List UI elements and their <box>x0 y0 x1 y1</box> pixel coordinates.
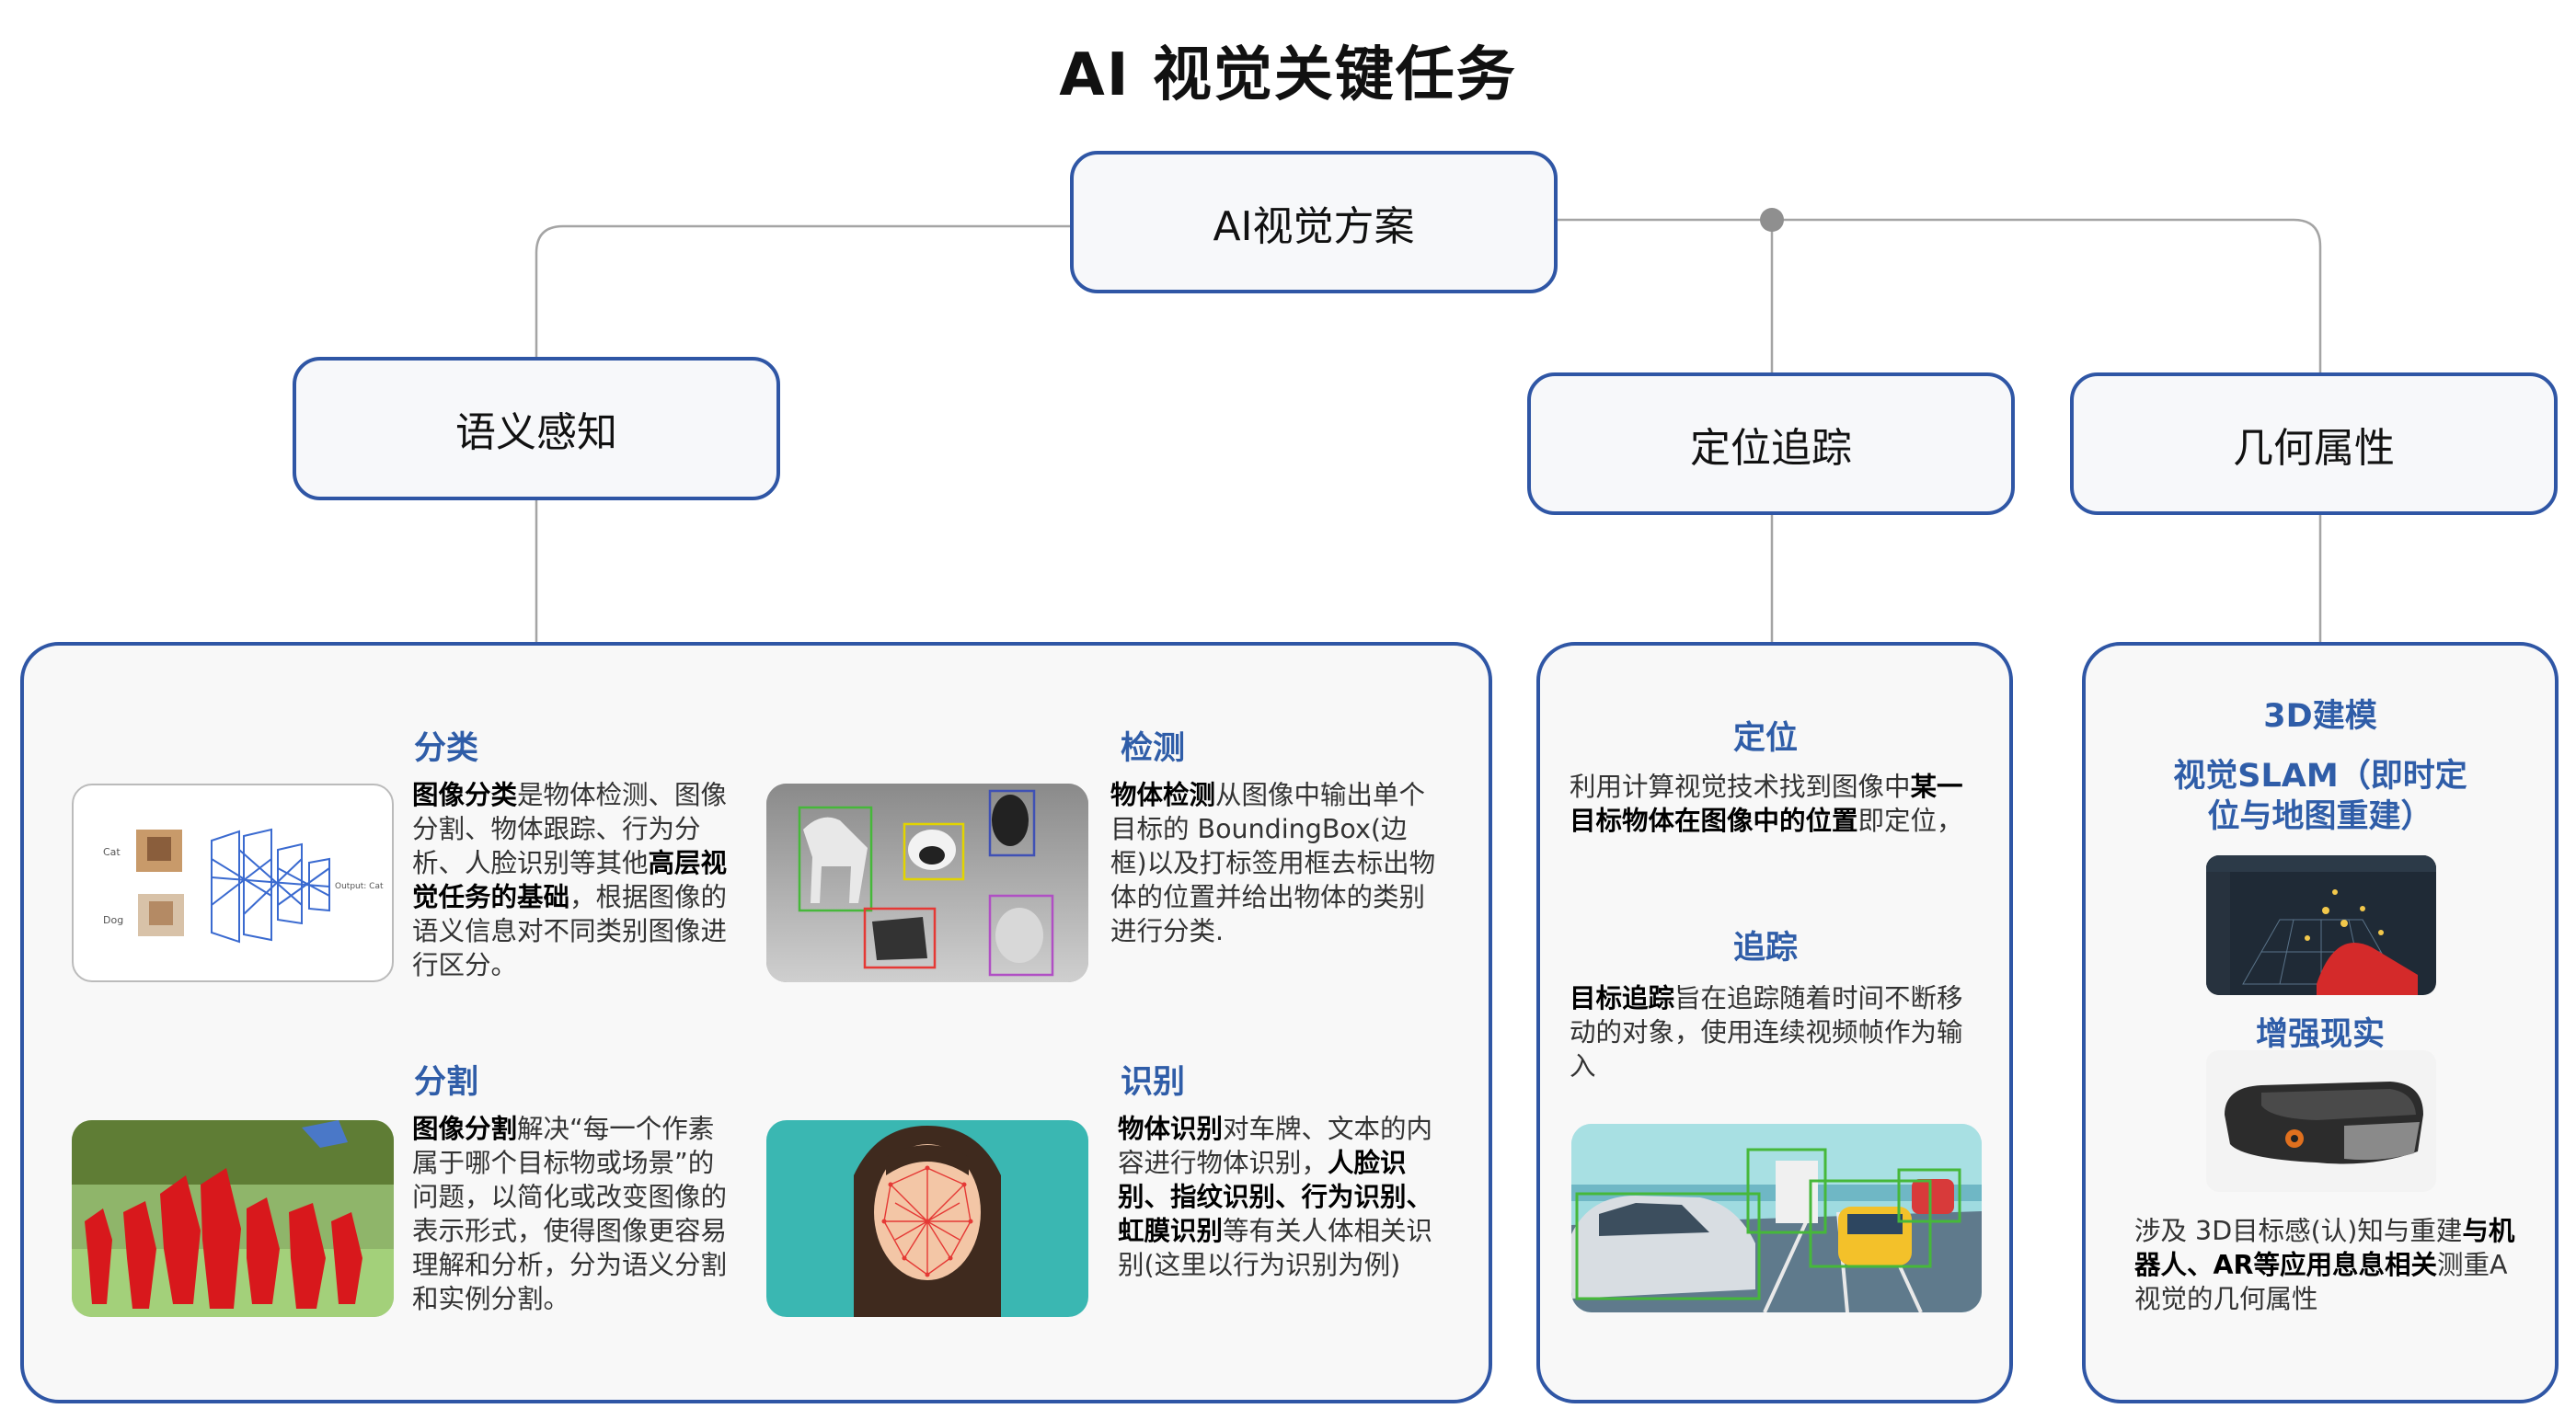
ar-image <box>2206 1050 2436 1192</box>
geometry-desc: 涉及 3D目标感(认)知与重建与机器人、AR等应用息息相关测重A视觉的几何属性 <box>2134 1214 2530 1316</box>
desc-segment: 对车牌、文本的内容进行物体识别， <box>1118 1114 1433 1178</box>
desc-segment: 从图像中输出单个目标的 BoundingBox(边框)以及打标签用框去标出物体的… <box>1110 780 1436 946</box>
desc-segment: 物体识别 <box>1118 1114 1224 1144</box>
page-title: AI 视觉关键任务 <box>1059 41 1517 109</box>
classification-desc: 图像分类是物体检测、图像分割、物体跟踪、行为分析、人脸识别等其他高层视觉任务的基… <box>412 778 734 982</box>
vr-headset-icon <box>2225 1082 2423 1164</box>
desc-segment: 旨在追踪随着时间不断移动的对象，使用连续视频帧作为输入 <box>1570 983 1963 1082</box>
desc-segment: 是物体检测、图像分割、物体跟踪、行为分析、人脸识别等其他 <box>412 780 728 878</box>
ar-title: 增强现实 <box>2255 1016 2385 1053</box>
neural-network-icon <box>211 828 330 944</box>
desc-segment: 与机器人、AR等应用息息相关 <box>2134 1216 2515 1280</box>
modeling-title: 3D建模 <box>2263 698 2377 735</box>
desc-segment: 目标追踪 <box>1570 983 1675 1013</box>
branch-semantic-label: 语义感知 <box>455 409 617 456</box>
cat-label: Cat <box>103 846 121 858</box>
branch-semantic: 语义感知 <box>293 357 780 500</box>
horse-icon <box>803 795 1043 963</box>
desc-segment: 解决“每一个作素属于哪个目标物或场景”的问题，以简化或改变图像的表示形式，使得图… <box>412 1114 728 1314</box>
desc-segment: 物体检测 <box>1110 780 1216 810</box>
track-desc: 目标追踪旨在追踪随着时间不断移动的对象，使用连续视频帧作为输入 <box>1570 981 1984 1083</box>
segmentation-desc: 图像分割解决“每一个作素属于哪个目标物或场景”的问题，以简化或改变图像的表示形式… <box>412 1112 739 1316</box>
desc-segment: 某一目标物体在图像中的位置 <box>1570 772 1963 836</box>
desc-segment: 人脸识别、指纹识别、行为识别、虹膜识别 <box>1118 1148 1433 1246</box>
detection-desc: 物体检测从图像中输出单个目标的 BoundingBox(边框)以及打标签用框去标… <box>1110 778 1442 948</box>
desc-segment: 高层视觉任务的基础 <box>412 848 728 912</box>
desc-segment: ，根据图像的语义信息对不同类别图像进行区分。 <box>412 882 728 980</box>
branch-geometry: 几何属性 <box>2070 372 2558 515</box>
root-node: AI视觉方案 <box>1070 151 1558 293</box>
point-cloud-icon <box>2242 889 2418 995</box>
junction-dot <box>1760 208 1784 232</box>
branch-tracking: 定位追踪 <box>1527 372 2015 515</box>
recognition-image <box>766 1120 1088 1317</box>
desc-segment: 涉及 3D目标感(认)知与重建 <box>2134 1216 2463 1246</box>
locate-desc: 利用计算视觉技术找到图像中某一目标物体在图像中的位置即定位， <box>1570 770 1974 838</box>
classification-image: Cat Dog Output: Cat <box>72 784 394 982</box>
desc-segment: 即定位， <box>1857 806 1963 836</box>
detection-title: 检测 <box>1121 730 1186 767</box>
recognition-desc: 物体识别对车牌、文本的内容进行物体识别，人脸识别、指纹识别、行为识别、虹膜识别等… <box>1118 1112 1449 1282</box>
car-icon <box>1571 1161 1954 1299</box>
detection-image <box>766 784 1088 982</box>
segmentation-title: 分割 <box>414 1064 479 1101</box>
dog-label: Dog <box>103 914 123 926</box>
desc-segment: 图像分类 <box>412 780 518 810</box>
locate-title: 定位 <box>1733 720 1799 757</box>
tracking-image <box>1571 1124 1982 1312</box>
desc-segment: 图像分割 <box>412 1114 518 1144</box>
desc-segment: 利用计算视觉技术找到图像中 <box>1570 772 1911 802</box>
slam-title: 视觉SLAM（即时定位与地图重建） <box>2173 758 2467 835</box>
segmentation-mask <box>85 1168 362 1309</box>
desc-segment: 等有关人体相关识别(这里以行为识别为例) <box>1118 1216 1433 1280</box>
output-label: Output: Cat <box>335 882 384 891</box>
geometry-panel <box>2082 642 2559 1403</box>
track-title: 追踪 <box>1733 930 1799 967</box>
branch-tracking-label: 定位追踪 <box>1690 424 1852 472</box>
desc-segment: 测重A视觉的几何属性 <box>2134 1250 2508 1314</box>
classification-title: 分类 <box>414 730 479 767</box>
slam-image <box>2206 855 2436 995</box>
branch-geometry-label: 几何属性 <box>2233 424 2395 472</box>
recognition-title: 识别 <box>1121 1064 1186 1101</box>
segmentation-image <box>72 1120 394 1317</box>
root-label: AI视觉方案 <box>1213 202 1415 250</box>
